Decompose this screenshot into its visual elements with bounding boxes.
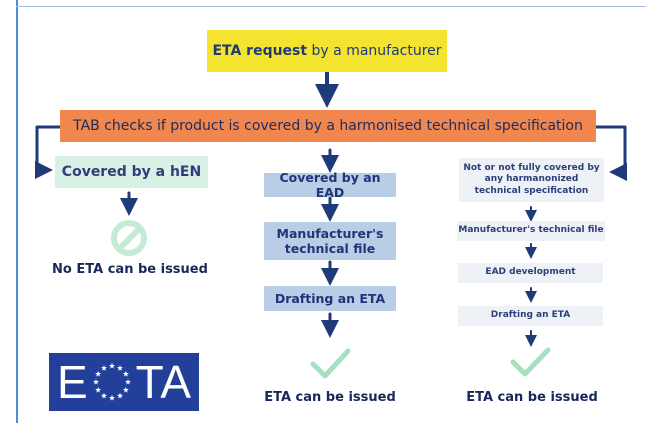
eu-star xyxy=(94,370,101,377)
no-eta-result: No ETA can be issued xyxy=(52,262,208,277)
eta-issued-result-right: ETA can be issued xyxy=(466,390,598,405)
mid-step-1-text: Manufacturer's technical file xyxy=(276,226,384,256)
eu-star xyxy=(92,378,99,385)
mid-step-2-text: Drafting an ETA xyxy=(274,291,386,306)
right-step-2-text: Drafting an ETA xyxy=(490,310,571,321)
drafting-eta-box-right: Drafting an ETA xyxy=(458,306,603,326)
eta-request-bold: ETA request xyxy=(212,43,308,59)
eu-star xyxy=(122,370,129,377)
eta-request-rest: by a manufacturer xyxy=(307,43,442,59)
eu-star xyxy=(124,378,131,385)
eu-star xyxy=(100,364,107,371)
eta-issued-result-middle: ETA can be issued xyxy=(264,390,396,405)
eu-star xyxy=(108,362,115,369)
not-covered-text: Not or not fully covered by any harmanon… xyxy=(463,162,600,196)
eota-logo: E TA xyxy=(49,353,199,411)
covered-by-hen-box: Covered by a hEN xyxy=(55,156,208,188)
mid-step-0-text: Covered by an EAD xyxy=(279,170,381,200)
frame-top-border xyxy=(16,6,646,7)
right-step-0-text: Manufacturer's technical file xyxy=(458,225,604,236)
eu-star xyxy=(116,364,123,371)
covered-by-ead-box: Covered by an EAD xyxy=(264,170,396,200)
eu-stars-icon xyxy=(92,362,131,401)
eu-star xyxy=(116,392,123,399)
logo-letter-e: E xyxy=(56,356,88,408)
tab-check-text: TAB checks if product is covered by a ha… xyxy=(73,118,583,134)
eta-request-box: ETA request by a manufacturer xyxy=(207,30,447,72)
covered-by-hen-text: Covered by a hEN xyxy=(61,164,202,180)
tab-check-bar: TAB checks if product is covered by a ha… xyxy=(60,110,596,142)
eu-star xyxy=(94,386,101,393)
not-covered-box: Not or not fully covered by any harmanon… xyxy=(459,158,604,202)
drafting-eta-box-middle: Drafting an ETA xyxy=(264,286,396,311)
ead-development-box: EAD development xyxy=(458,263,603,283)
manufacturer-technical-file-box-right: Manufacturer's technical file xyxy=(457,221,605,241)
arrow-right-branch xyxy=(594,125,627,181)
frame-left-border xyxy=(16,0,18,423)
manufacturer-technical-file-box: Manufacturer's technical file xyxy=(264,222,396,260)
arrow-left-branch xyxy=(35,125,62,179)
eu-star xyxy=(100,392,107,399)
eu-star xyxy=(122,386,129,393)
logo-letters-ta: TA xyxy=(135,356,192,408)
right-step-1-text: EAD development xyxy=(485,267,576,278)
eu-star xyxy=(108,394,115,401)
